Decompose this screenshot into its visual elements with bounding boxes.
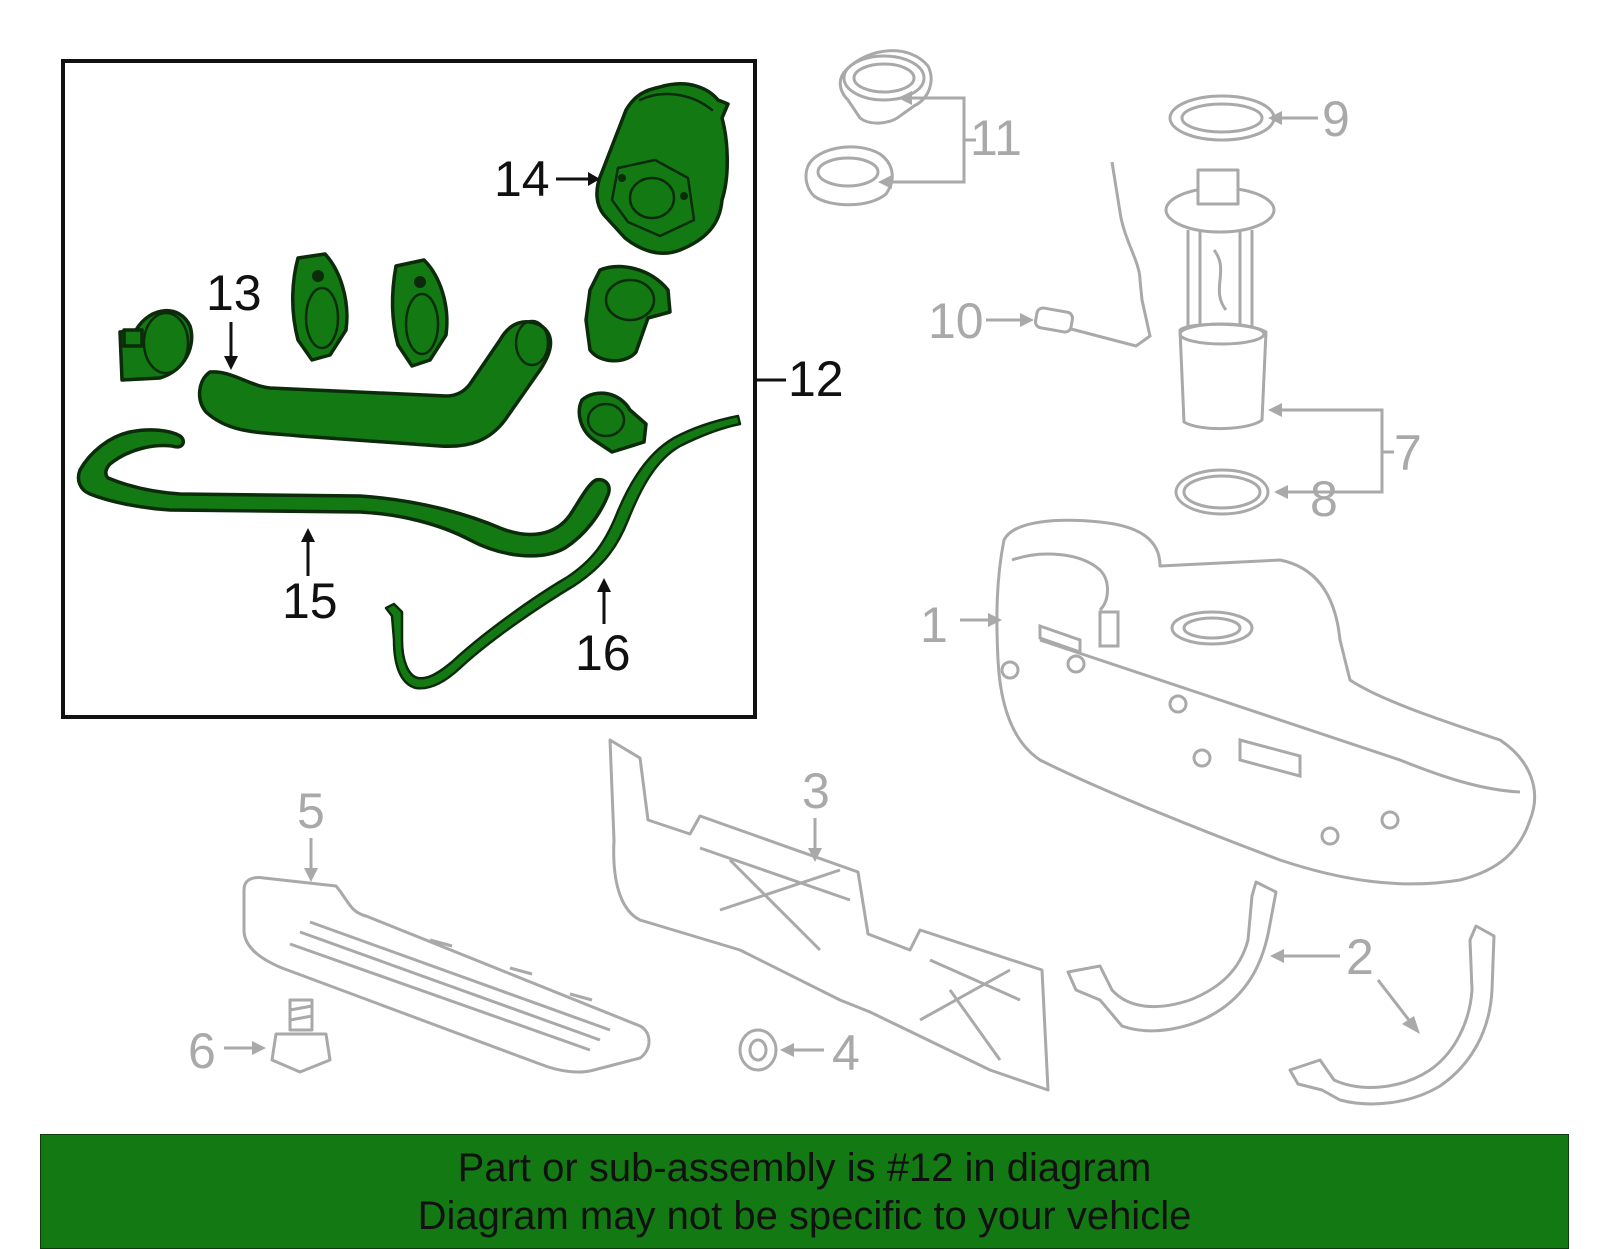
info-banner: Part or sub-assembly is #12 in diagram D… xyxy=(40,1134,1569,1249)
callout-1: 1 xyxy=(920,597,948,653)
part-bracket-1[interactable] xyxy=(291,252,349,362)
part-filler-neck-elbow[interactable] xyxy=(584,264,672,363)
callout-4-leader xyxy=(780,1043,824,1057)
part-6-bolt[interactable] xyxy=(270,998,332,1074)
part-8-seal-ring[interactable] xyxy=(1174,468,1270,516)
callout-9-leader xyxy=(1268,111,1318,125)
part-14-filler-housing[interactable] xyxy=(595,82,730,255)
callout-12: 12 xyxy=(788,351,844,407)
callout-13: 13 xyxy=(206,265,262,321)
part-clamp-left[interactable] xyxy=(118,309,194,382)
callout-arrows-inset xyxy=(224,172,611,624)
part-13-filler-hose[interactable] xyxy=(197,319,553,449)
part-bracket-2[interactable] xyxy=(390,258,449,368)
callout-3-leader xyxy=(808,818,822,862)
part-7-fuel-pump-module[interactable] xyxy=(1164,168,1276,430)
callout-6-leader xyxy=(224,1041,266,1055)
callout-10-leader xyxy=(986,313,1034,327)
part-10-level-sensor[interactable] xyxy=(1033,161,1152,348)
callout-10: 10 xyxy=(928,293,984,349)
part-clamp-right[interactable] xyxy=(577,391,648,454)
part-4-nut[interactable] xyxy=(738,1028,778,1072)
callout-16: 16 xyxy=(575,625,631,681)
callout-15: 15 xyxy=(282,573,338,629)
callout-11: 11 xyxy=(970,110,1022,166)
callout-2-leader xyxy=(1270,949,1420,1034)
part-11-fuel-cap[interactable] xyxy=(804,49,933,207)
part-15-vent-hose[interactable] xyxy=(76,428,611,558)
callout-7-leader xyxy=(1268,403,1394,499)
callout-11-leader xyxy=(878,91,976,189)
part-2-strap-1[interactable] xyxy=(1066,880,1278,1033)
callout-7: 7 xyxy=(1394,425,1422,481)
callout-4: 4 xyxy=(832,1025,860,1081)
callout-8: 8 xyxy=(1310,471,1338,527)
callout-9: 9 xyxy=(1322,91,1350,147)
part-5-skid-plate[interactable] xyxy=(242,876,651,1074)
part-3-shield[interactable] xyxy=(608,738,1050,1092)
part-16-vent-line[interactable] xyxy=(384,414,742,690)
part-2-strap-2[interactable] xyxy=(1288,924,1496,1106)
callout-1-leader xyxy=(960,613,1002,627)
banner-line-1: Part or sub-assembly is #12 in diagram xyxy=(457,1145,1152,1190)
callout-6: 6 xyxy=(188,1023,216,1079)
callout-5-leader xyxy=(304,838,318,882)
callout-3: 3 xyxy=(802,763,830,819)
banner-line-2: Diagram may not be specific to your vehi… xyxy=(417,1193,1192,1238)
callout-5: 5 xyxy=(297,783,325,839)
part-1-fuel-tank[interactable] xyxy=(995,518,1537,886)
part-9-lock-ring[interactable] xyxy=(1168,94,1276,142)
callout-2: 2 xyxy=(1346,929,1374,985)
callout-14: 14 xyxy=(494,151,550,207)
